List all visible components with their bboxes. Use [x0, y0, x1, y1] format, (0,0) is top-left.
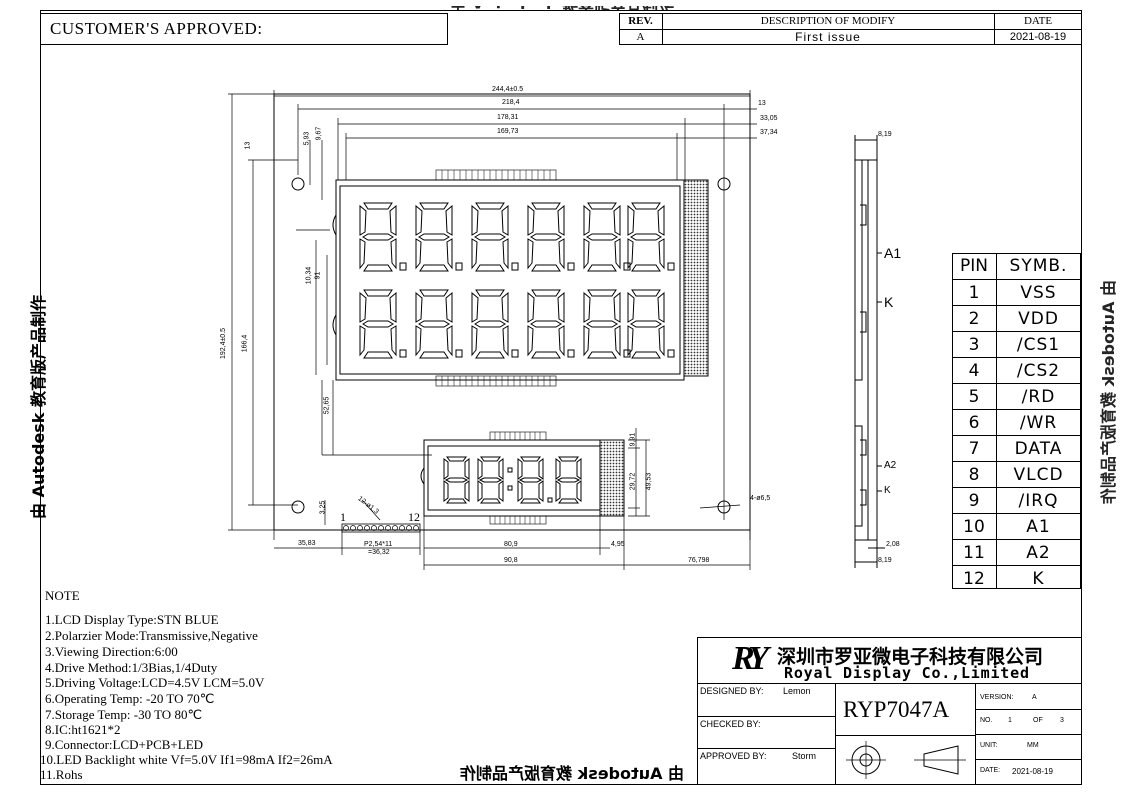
approved-by-label: APPROVED BY:	[700, 751, 767, 761]
rev-value: A	[636, 31, 645, 43]
date-label: DATE:	[980, 767, 1001, 774]
dim-spacing-52: 52,65	[323, 396, 331, 415]
designed-by-value: Lemon	[783, 686, 811, 696]
sheet-of-label: OF	[1033, 717, 1043, 724]
side-label-a1: A1	[884, 245, 902, 261]
dim-top-967: 9,67	[315, 126, 323, 141]
side-label-a2: A2	[884, 460, 897, 471]
side-label-k1: K	[884, 294, 894, 310]
drawing-frame	[40, 10, 1082, 785]
side-dim-top: 8,19	[878, 131, 892, 138]
sheet-no-value: 1	[1008, 717, 1012, 724]
version-label: VERSION:	[980, 694, 1014, 701]
note-line: 1.LCD Display Type:STN BLUE	[45, 612, 219, 627]
pin-row: 5/RD	[952, 383, 1081, 409]
description-value: First issue	[795, 30, 861, 44]
dim-left-13: 13	[244, 141, 252, 150]
dim-top-593: 5,93	[303, 131, 311, 146]
company-logo: RY	[732, 640, 769, 677]
note-line: 3.Viewing Direction:6:00	[45, 644, 178, 659]
dim-right-33: 33,05	[760, 115, 778, 122]
large-digit-row-1	[359, 202, 675, 272]
approved-by-value: Storm	[792, 751, 817, 761]
large-digit-row-2	[359, 289, 675, 359]
date-value: 2021-08-19	[1009, 31, 1067, 43]
dim-small-4953: 49,53	[645, 472, 653, 491]
dim-right-37: 37,34	[760, 129, 778, 136]
customer-approved-label: CUSTOMER'S APPROVED:	[50, 19, 263, 38]
dim-pitch: P2,54*11	[364, 541, 393, 548]
note-line: 6.Operating Temp: -20 TO 70℃	[45, 691, 215, 706]
description-header: DESCRIPTION OF MODIFY	[760, 15, 896, 27]
note-line: 11.Rohs	[40, 767, 83, 782]
pin-first-label: 1	[340, 510, 346, 524]
projection-symbol-icon	[846, 741, 966, 779]
dim-active-width: 169,73	[497, 128, 519, 135]
version-value: A	[1032, 694, 1037, 701]
unit-label: UNIT:	[980, 742, 998, 749]
dim-height-pcb: 166,4	[241, 334, 249, 353]
date-header: DATE	[1023, 15, 1053, 27]
dim-small-2972: 29,72	[629, 472, 637, 491]
dim-bottom-809: 80,9	[504, 541, 518, 548]
dim-pcb-width: 218,4	[502, 99, 520, 106]
pin-row: 3/CS1	[952, 331, 1081, 357]
dim-offset-325: 3,25	[319, 500, 327, 515]
designed-by-label: DESIGNED BY:	[700, 686, 764, 696]
note-line: 8.IC:ht1621*2	[45, 722, 121, 737]
dim-height-overall: 192,4±0.5	[220, 327, 228, 360]
note-line: 7.Storage Temp: -30 TO 80℃	[45, 707, 203, 722]
dim-hole: 4-ø6,5	[750, 495, 771, 502]
company-name-cn: 深圳市罗亚微电子科技有限公司	[777, 646, 1044, 668]
sheet-no-label: NO.	[980, 717, 993, 724]
customer-approved-box: CUSTOMER'S APPROVED:	[40, 13, 448, 45]
unit-value: MM	[1027, 742, 1039, 749]
side-label-k2: K	[884, 485, 891, 496]
rev-header: REV.	[628, 15, 653, 27]
part-number: RYP7047A	[843, 697, 950, 722]
dim-pitch-total: =36,32	[368, 549, 390, 556]
dim-bottom-908: 90,8	[504, 557, 518, 564]
dim-bottom-76798: 76,798	[688, 557, 710, 564]
dim-right-13: 13	[758, 100, 766, 107]
date-value: 2021-08-19	[1012, 767, 1053, 776]
note-line: 10.LED Backlight white Vf=5.0V If1=98mA …	[40, 752, 333, 767]
pin-last-label: 12	[408, 510, 420, 524]
sheet-of-value: 3	[1060, 717, 1064, 724]
dim-char-h1: 10,34	[305, 266, 313, 285]
dim-view-width: 178,31	[497, 114, 519, 121]
note-line: 4.Drive Method:1/3Bias,1/4Duty	[45, 660, 218, 675]
dim-bottom-495: 4,95	[611, 541, 625, 548]
dim-char-h2: 91	[314, 271, 322, 280]
small-digit-row	[443, 456, 582, 504]
dim-bottom-3583: 35,83	[298, 540, 316, 547]
checked-by-label: CHECKED BY:	[700, 719, 761, 729]
dim-small-991: 9,91	[629, 432, 637, 447]
pin-table-header: PIN SYMB.	[960, 256, 1068, 276]
note-line: 2.Polarzier Mode:Transmissive,Negative	[45, 628, 258, 643]
pin-row: 4/CS2	[952, 357, 1081, 383]
dim-overall-width: 244,4±0.5	[492, 86, 524, 93]
side-dim-208: 2,08	[886, 541, 900, 548]
note-line: 5.Driving Voltage:LCD=4.5V LCM=5.0V	[45, 675, 265, 690]
note-line: 9.Connector:LCD+PCB+LED	[45, 737, 204, 752]
notes-title: NOTE	[45, 588, 80, 603]
side-dim-bottom: 8,19	[878, 557, 892, 564]
pin-row: 9/IRQ	[952, 487, 1081, 513]
company-name-en: Royal Display Co.,Limited	[784, 664, 1030, 682]
pin-row: 6/WR	[952, 409, 1081, 435]
